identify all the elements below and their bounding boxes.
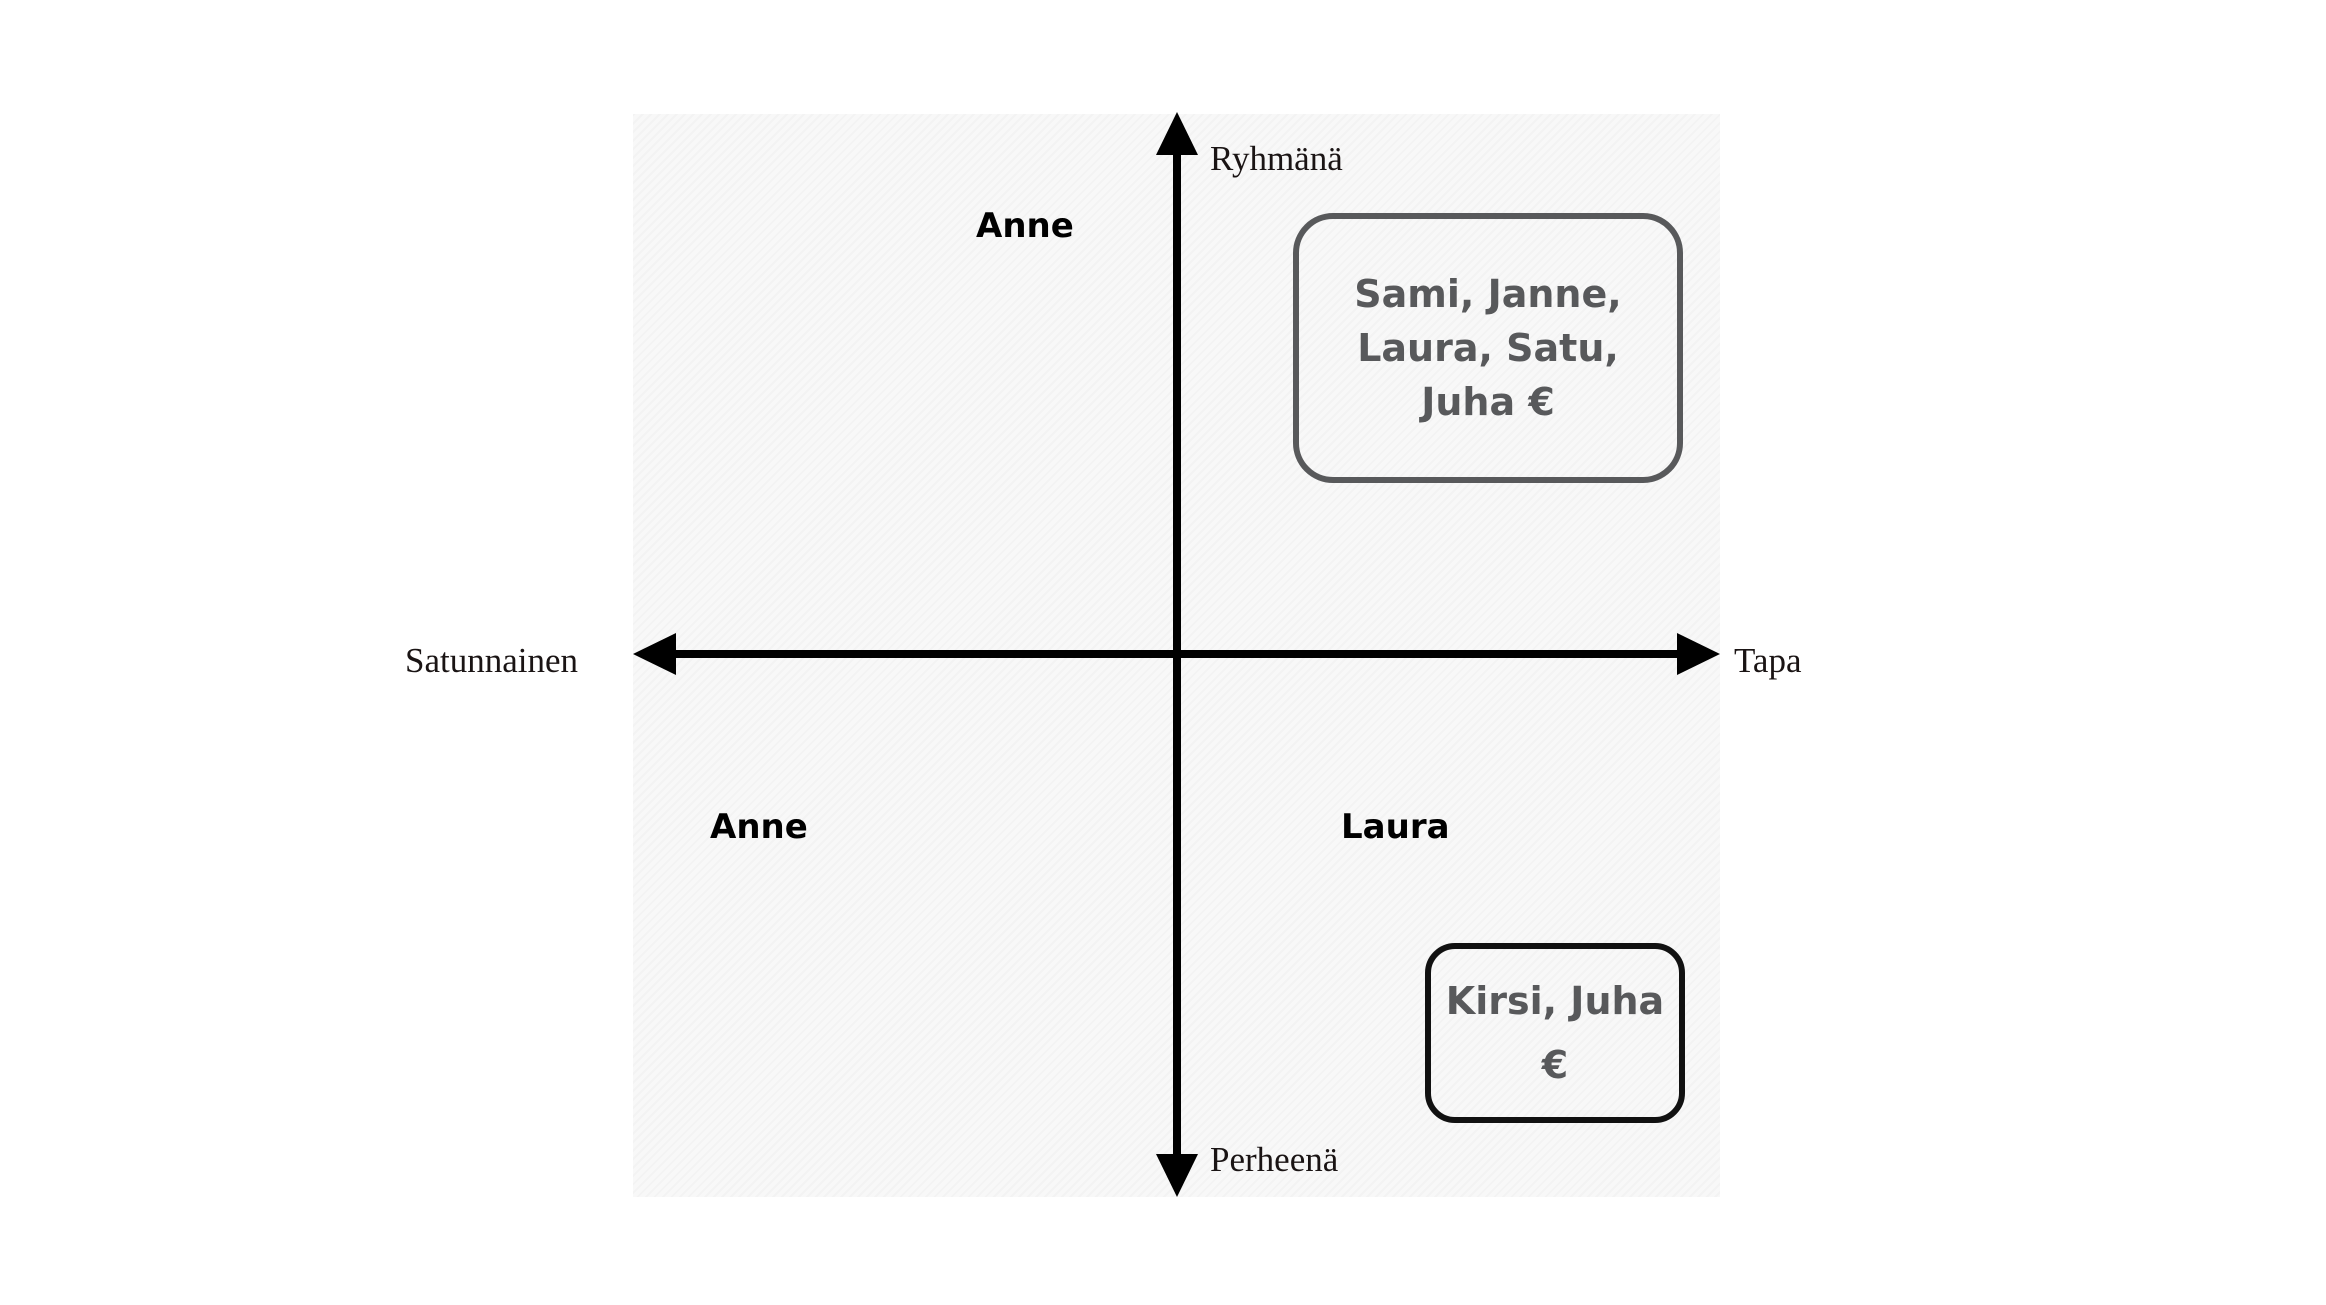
bottom-left-name: Anne (710, 807, 808, 847)
bottom-arrowhead (1156, 1154, 1198, 1197)
left-arrowhead (633, 633, 676, 675)
top-arrowhead (1156, 112, 1198, 155)
right-arrowhead (1677, 633, 1720, 675)
axis-label-top: Ryhmänä (1210, 139, 1343, 178)
group-box-text: Sami, Janne, Laura, Satu, Juha € (1354, 272, 1622, 424)
axis-label-right: Tapa (1734, 641, 1802, 680)
axis-label-left: Satunnainen (405, 641, 579, 680)
bottom-right-name: Laura (1341, 807, 1450, 847)
top-left-name: Anne (976, 206, 1074, 246)
family-box-text: Kirsi, Juha € (1445, 979, 1665, 1087)
family-box: Kirsi, Juha € (1425, 943, 1685, 1123)
group-box: Sami, Janne, Laura, Satu, Juha € (1293, 213, 1683, 483)
axis-label-bottom: Perheenä (1210, 1140, 1339, 1179)
